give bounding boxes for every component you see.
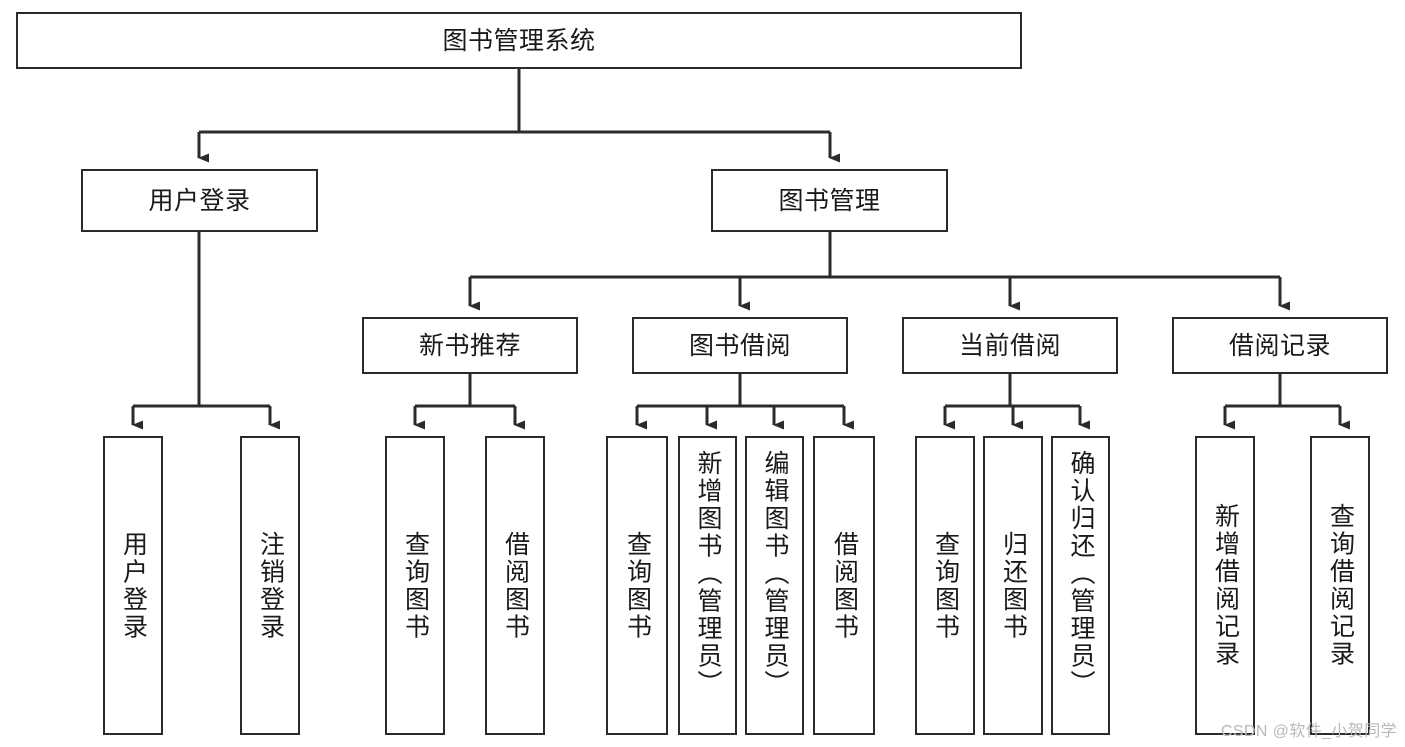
node-label: 编辑图书（管理员） (761, 450, 789, 698)
node-leaf-logout[interactable]: 注销登录 (240, 436, 300, 735)
node-label: 图书管理系统 (442, 26, 596, 55)
node-leaf-query-book-3[interactable]: 查询图书 (915, 436, 975, 735)
node-new-book-rec[interactable]: 新书推荐 (362, 317, 578, 374)
node-leaf-borrow-book-2[interactable]: 借阅图书 (813, 436, 875, 735)
node-user-login[interactable]: 用户登录 (81, 169, 318, 232)
node-label: 新增图书（管理员） (694, 450, 722, 698)
node-borrow-record[interactable]: 借阅记录 (1172, 317, 1388, 374)
node-label: 图书借阅 (688, 331, 791, 360)
node-label: 查询图书 (623, 530, 652, 641)
node-leaf-user-login[interactable]: 用户登录 (103, 436, 163, 735)
node-leaf-confirm-return[interactable]: 确认归还（管理员） (1051, 436, 1110, 735)
node-leaf-return-book[interactable]: 归还图书 (983, 436, 1043, 735)
node-book-manage[interactable]: 图书管理 (711, 169, 948, 232)
node-label: 查询借阅记录 (1326, 503, 1355, 668)
node-label: 当前借阅 (958, 331, 1061, 360)
node-label: 查询图书 (931, 530, 960, 641)
watermark-text: CSDN @软件_小贺同学 (1220, 723, 1397, 740)
node-label: 确认归还（管理员） (1067, 450, 1095, 698)
node-label: 新增借阅记录 (1211, 503, 1240, 668)
node-label: 用户登录 (119, 530, 148, 641)
node-label: 用户登录 (148, 186, 251, 215)
node-label: 新书推荐 (418, 331, 521, 360)
node-leaf-add-book[interactable]: 新增图书（管理员） (678, 436, 737, 735)
node-leaf-query-record[interactable]: 查询借阅记录 (1310, 436, 1370, 735)
node-current-borrow[interactable]: 当前借阅 (902, 317, 1118, 374)
node-label: 借阅图书 (501, 530, 530, 641)
node-book-borrow[interactable]: 图书借阅 (632, 317, 848, 374)
node-root-system[interactable]: 图书管理系统 (16, 12, 1022, 69)
node-leaf-query-book-2[interactable]: 查询图书 (606, 436, 668, 735)
node-leaf-add-record[interactable]: 新增借阅记录 (1195, 436, 1255, 735)
node-label: 图书管理 (778, 186, 881, 215)
node-leaf-query-book-1[interactable]: 查询图书 (385, 436, 445, 735)
node-label: 借阅图书 (830, 530, 859, 641)
node-leaf-borrow-book-1[interactable]: 借阅图书 (485, 436, 545, 735)
node-leaf-edit-book[interactable]: 编辑图书（管理员） (745, 436, 804, 735)
node-label: 归还图书 (999, 530, 1028, 641)
node-label: 注销登录 (256, 530, 285, 641)
node-label: 查询图书 (401, 530, 430, 641)
node-label: 借阅记录 (1228, 331, 1331, 360)
